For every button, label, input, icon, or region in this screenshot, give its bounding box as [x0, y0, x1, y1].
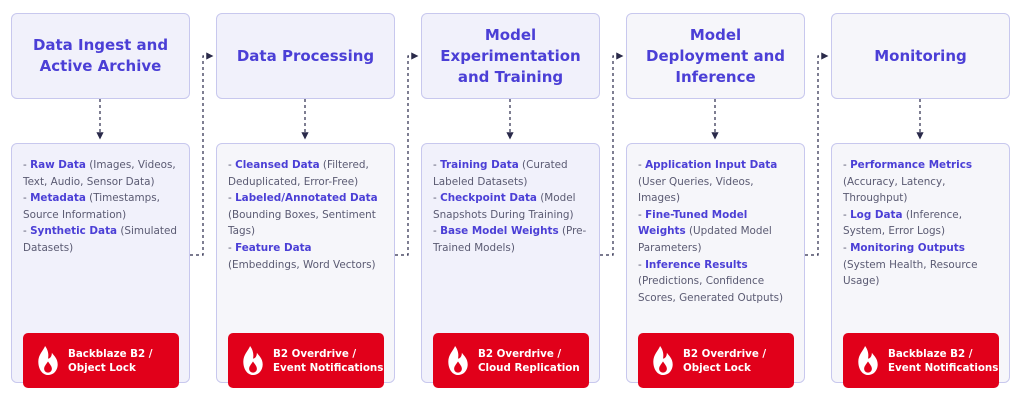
item-label: Monitoring Outputs	[850, 241, 965, 254]
item-label: Application Input Data	[645, 159, 778, 171]
badge-line-2: Object Lock	[68, 361, 136, 374]
item-detail: (Images, Videos, Text, Audio, Sensor Dat…	[23, 159, 176, 188]
item-label: Checkpoint Data	[440, 192, 537, 205]
badge-text: B2 Overdrive / Event Notifications	[273, 347, 383, 375]
stage-title: Model Experimentation and Training	[440, 25, 581, 86]
backblaze-flame-icon	[38, 345, 58, 376]
stage-title: Data Ingest and Active Archive	[32, 36, 169, 75]
arrow-col-4-to-5	[805, 52, 829, 256]
item-detail: (User Queries, Videos, Images)	[638, 175, 754, 205]
stage-box-data-processing: Data Processing	[216, 13, 395, 99]
item-label: Fine-Tuned Model Weights	[638, 208, 748, 238]
stage-box-model-experimentation: Model Experimentation and Training	[421, 13, 600, 99]
item-label: Feature Data	[235, 241, 312, 254]
item-detail: (Pre-Trained Models)	[433, 225, 587, 254]
item-label: Raw Data	[30, 159, 86, 171]
badge-text: Backblaze B2 / Object Lock	[68, 347, 153, 375]
item-detail: (Model Snapshots During Training)	[433, 192, 576, 221]
badge-b2-overdrive-object-lock: B2 Overdrive / Object Lock	[638, 333, 794, 388]
detail-item: - Base Model Weights (Pre-Trained Models…	[433, 225, 587, 254]
stage-box-monitoring: Monitoring	[831, 13, 1010, 99]
item-label: Training Data	[440, 159, 519, 171]
item-detail: (Timestamps, Source Information)	[23, 192, 160, 221]
detail-item: - Labeled/Annotated Data (Bounding Boxes…	[228, 192, 378, 238]
detail-item: - Log Data (Inference, System, Error Log…	[843, 208, 962, 238]
arrow-col-3-to-4	[600, 52, 624, 256]
item-label: Inference Results	[645, 258, 748, 271]
detail-item: - Cleansed Data (Filtered, Deduplicated,…	[228, 159, 369, 188]
detail-item: - Synthetic Data (Simulated Datasets)	[23, 225, 177, 254]
backblaze-flame-icon	[858, 345, 878, 376]
stage-box-model-deployment: Model Deployment and Inference	[626, 13, 805, 99]
item-label: Metadata	[30, 192, 86, 205]
badge-text: Backblaze B2 / Event Notifications	[888, 347, 998, 375]
badge-b2-overdrive-event-notifications: B2 Overdrive / Event Notifications	[228, 333, 384, 388]
item-detail: (Curated Labeled Datasets)	[433, 159, 568, 188]
item-label: Base Model Weights	[440, 225, 559, 238]
detail-item: - Application Input Data (User Queries, …	[638, 159, 778, 205]
backblaze-flame-icon	[243, 345, 263, 376]
item-detail: (Bounding Boxes, Sentiment Tags)	[228, 208, 376, 238]
stage-title: Data Processing	[236, 46, 375, 65]
badge-line-1: B2 Overdrive /	[683, 347, 767, 360]
item-detail: (Filtered, Deduplicated, Error-Free)	[228, 159, 369, 188]
item-detail: (Predictions, Confidence Scores, Generat…	[638, 275, 784, 304]
badge-line-2: Event Notifications	[273, 361, 384, 374]
badge-line-2: Cloud Replication	[478, 361, 580, 374]
detail-item: - Inference Results (Predictions, Confid…	[638, 258, 784, 304]
badge-line-1: B2 Overdrive /	[478, 347, 562, 360]
badge-line-1: B2 Overdrive /	[273, 347, 357, 360]
badge-line-2: Object Lock	[683, 361, 751, 374]
detail-item: - Fine-Tuned Model Weights (Updated Mode…	[638, 208, 772, 254]
stage-title: Model Deployment and Inference	[646, 25, 785, 86]
detail-item: - Monitoring Outputs (System Health, Res…	[843, 241, 978, 288]
arrow-col-1-to-2	[190, 52, 214, 256]
item-label: Performance Metrics	[850, 159, 973, 171]
badge-line-2: Event Notifications	[888, 361, 999, 374]
backblaze-flame-icon	[448, 345, 468, 376]
item-label: Labeled/Annotated Data	[235, 192, 378, 205]
item-detail: (Embeddings, Word Vectors)	[228, 258, 376, 271]
item-detail: (Updated Model Parameters)	[638, 225, 772, 254]
item-detail: (System Health, Resource Usage)	[843, 258, 978, 288]
item-label: Cleansed Data	[235, 159, 320, 171]
detail-item: - Training Data (Curated Labeled Dataset…	[433, 159, 568, 188]
arrow-col-2-to-3	[395, 52, 419, 256]
badge-line-1: Backblaze B2 /	[68, 347, 153, 360]
detail-item: - Performance Metrics (Accuracy, Latency…	[843, 159, 973, 205]
detail-item: - Checkpoint Data (Model Snapshots Durin…	[433, 192, 576, 221]
detail-item: - Raw Data (Images, Videos, Text, Audio,…	[23, 159, 176, 188]
detail-item: - Feature Data (Embeddings, Word Vectors…	[228, 241, 376, 271]
badge-backblaze-b2-event-notifications: Backblaze B2 / Event Notifications	[843, 333, 999, 388]
item-label: Synthetic Data	[30, 225, 118, 238]
badge-text: B2 Overdrive / Object Lock	[683, 347, 766, 375]
item-detail: (Simulated Datasets)	[23, 225, 177, 254]
stage-box-data-ingest: Data Ingest and Active Archive	[11, 13, 190, 99]
item-detail: (Inference, System, Error Logs)	[843, 208, 962, 238]
item-label: Log Data	[850, 208, 903, 221]
badge-backblaze-b2-object-lock: Backblaze B2 / Object Lock	[23, 333, 179, 388]
badge-line-1: Backblaze B2 /	[888, 347, 973, 360]
backblaze-flame-icon	[653, 345, 673, 376]
detail-item: - Metadata (Timestamps, Source Informati…	[23, 192, 160, 221]
badge-text: B2 Overdrive / Cloud Replication	[478, 347, 580, 375]
item-detail: (Accuracy, Latency, Throughput)	[843, 175, 946, 205]
stage-title: Monitoring	[874, 46, 967, 65]
badge-b2-overdrive-cloud-replication: B2 Overdrive / Cloud Replication	[433, 333, 589, 388]
